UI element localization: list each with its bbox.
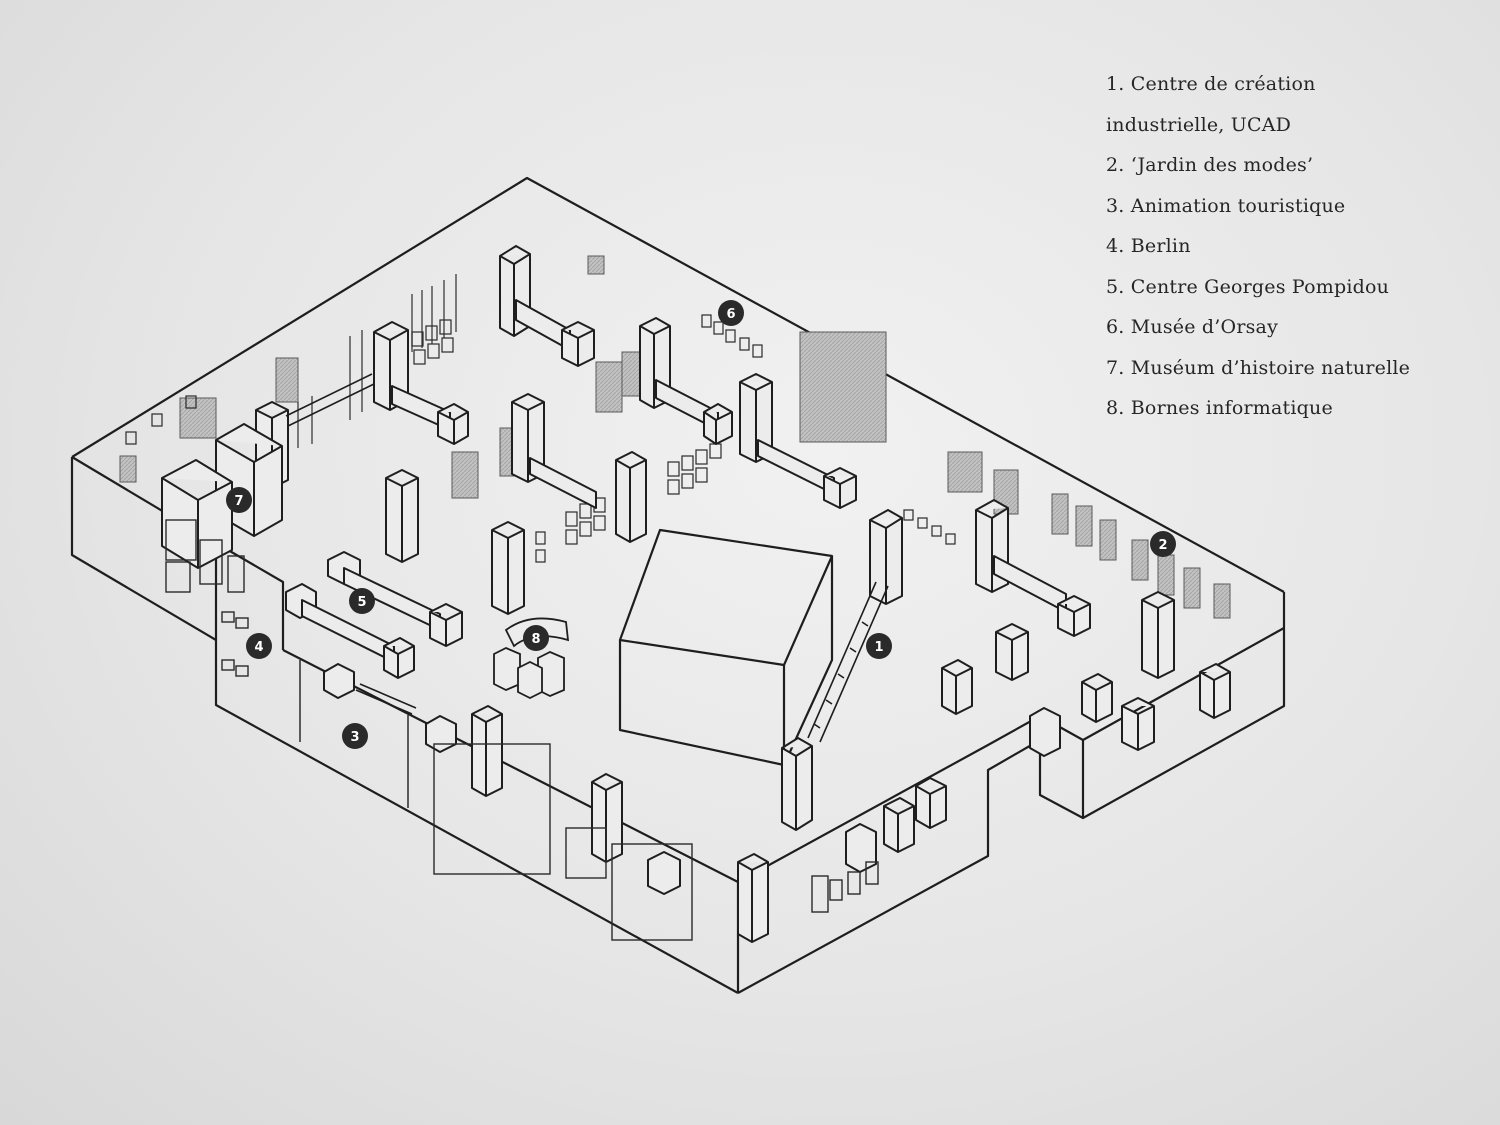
legend-item-7: 7. Muséum d’histoire naturelle <box>1106 356 1411 379</box>
legend: 1. Centre de création industrielle, UCAD… <box>1106 64 1486 429</box>
marker-2: 2 <box>1150 531 1176 557</box>
marker-3: 3 <box>342 723 368 749</box>
central-pavilion <box>618 528 834 767</box>
svg-text:7: 7 <box>234 494 243 509</box>
legend-item-1: 1. Centre de création <box>1106 73 1316 95</box>
marker-1: 1 <box>866 633 892 659</box>
legend-item-3: 3. Animation touristique <box>1106 194 1346 217</box>
building-back-walls <box>71 176 1285 593</box>
svg-text:5: 5 <box>357 595 366 610</box>
svg-text:1: 1 <box>874 640 883 655</box>
legend-item-5: 5. Centre Georges Pompidou <box>1106 275 1390 298</box>
legend-item-4: 4. Berlin <box>1106 235 1191 257</box>
marker-6: 6 <box>718 300 744 326</box>
marker-4: 4 <box>246 633 272 659</box>
marker-8: 8 <box>523 625 549 651</box>
svg-text:3: 3 <box>350 730 359 745</box>
legend-item-8: 8. Bornes informatique <box>1106 397 1333 419</box>
legend-item-6: 6. Musée d’Orsay <box>1106 316 1279 338</box>
svg-text:8: 8 <box>531 632 540 647</box>
legend-item-1-continued: industrielle, UCAD <box>1106 113 1292 136</box>
marker-7: 7 <box>226 487 252 513</box>
legend-item-2: 2. ‘Jardin des modes’ <box>1106 154 1314 176</box>
svg-text:6: 6 <box>726 307 735 322</box>
marker-5: 5 <box>349 588 375 614</box>
svg-text:2: 2 <box>1158 538 1167 553</box>
svg-text:4: 4 <box>254 640 263 655</box>
